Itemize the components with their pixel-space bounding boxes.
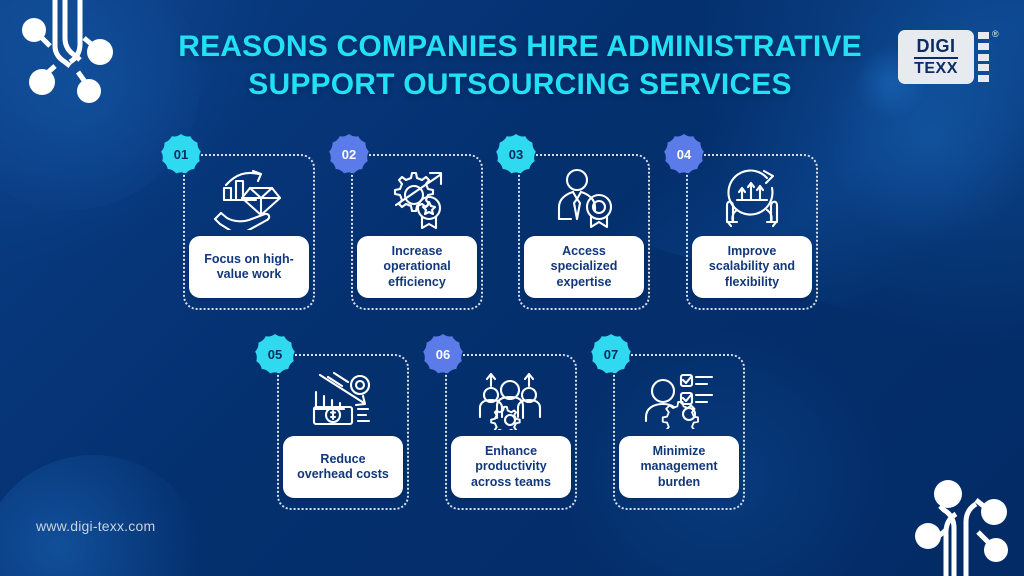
website-url: www.digi-texx.com [36, 518, 156, 534]
card-label-text: Access specialized expertise [550, 243, 618, 289]
logo-divider [914, 57, 958, 59]
reason-card-05[interactable]: 05 Reduce overhead costs [255, 334, 413, 512]
hands-holding-growth-chart-icon [686, 166, 818, 232]
reason-card-01[interactable]: 01 Focus on high-value work [161, 134, 319, 312]
card-number-badge-06: 06 [423, 334, 463, 374]
card-number-badge-02: 02 [329, 134, 369, 174]
logo-filmstrip [978, 32, 989, 82]
logo-text-texx: TEXX [914, 60, 958, 77]
card-dotted-frame [351, 154, 483, 310]
card-label-text: Reduce overhead costs [297, 451, 389, 482]
circuit-board-icon-top-left [8, 0, 134, 111]
card-number-text: 05 [267, 346, 283, 362]
card-label-box: Reduce overhead costs [283, 436, 403, 498]
card-dotted-frame [518, 154, 650, 310]
card-number-text: 04 [676, 146, 692, 162]
card-label-box: Minimize management burden [619, 436, 739, 498]
card-label-text: Improve scalability and flexibility [708, 243, 796, 289]
card-number-badge-07: 07 [591, 334, 631, 374]
hand-holding-diamond-growth-icon [183, 166, 315, 232]
card-number-text: 02 [341, 146, 357, 162]
reason-card-07[interactable]: 07 Minimize management burden [591, 334, 749, 512]
card-number-badge-01: 01 [161, 134, 201, 174]
logo-text-digi: DIGI [916, 36, 956, 56]
card-dotted-frame [445, 354, 577, 510]
card-number-badge-03: 03 [496, 134, 536, 174]
card-label-box: Improve scalability and flexibility [692, 236, 812, 298]
card-label-box: Increase operational efficiency [357, 236, 477, 298]
card-label-box: Enhance productivity across teams [451, 436, 571, 498]
card-number-text: 03 [508, 146, 524, 162]
registered-trademark-icon: ® [992, 29, 999, 39]
card-dotted-frame [613, 354, 745, 510]
card-number-text: 07 [603, 346, 619, 362]
team-growth-gear-icon [445, 366, 577, 432]
background-blob-bottom-left [0, 455, 208, 576]
card-label-text: Enhance productivity across teams [471, 443, 551, 489]
card-label-text: Increase operational efficiency [383, 243, 451, 289]
card-label-box: Access specialized expertise [524, 236, 644, 298]
reason-card-02[interactable]: 02 Increase operational efficiency [329, 134, 487, 312]
card-number-badge-05: 05 [255, 334, 295, 374]
card-number-text: 01 [173, 146, 189, 162]
digitexx-logo: DIGI TEXX ® [898, 30, 1002, 84]
declining-chart-money-gear-icon [277, 366, 409, 432]
card-dotted-frame [183, 154, 315, 310]
card-label-box: Focus on high-value work [189, 236, 309, 298]
card-label-text: Minimize management burden [640, 443, 718, 489]
card-dotted-frame [686, 154, 818, 310]
person-checklist-gear-icon [613, 366, 745, 432]
reason-card-04[interactable]: 04 Improve scalability and flexibility [664, 134, 822, 312]
page-title-line-1: REASONS COMPANIES HIRE ADMINISTRATIVE [178, 30, 862, 63]
card-dotted-frame [277, 354, 409, 510]
businessman-award-badge-icon [518, 166, 650, 232]
card-label-text: Focus on high-value work [204, 251, 294, 282]
page-title: REASONS COMPANIES HIRE ADMINISTRATIVE SU… [120, 28, 920, 104]
logo-mark: DIGI TEXX [898, 30, 974, 84]
card-number-text: 06 [435, 346, 451, 362]
card-number-badge-04: 04 [664, 134, 704, 174]
gear-arrow-award-icon [351, 166, 483, 232]
circuit-board-icon-bottom-right [898, 470, 1024, 576]
reason-card-03[interactable]: 03 Access specialized expertise [496, 134, 654, 312]
page-title-line-2: SUPPORT OUTSOURCING SERVICES [248, 67, 792, 101]
reason-card-06[interactable]: 06 Enhance productivity across teams [423, 334, 581, 512]
